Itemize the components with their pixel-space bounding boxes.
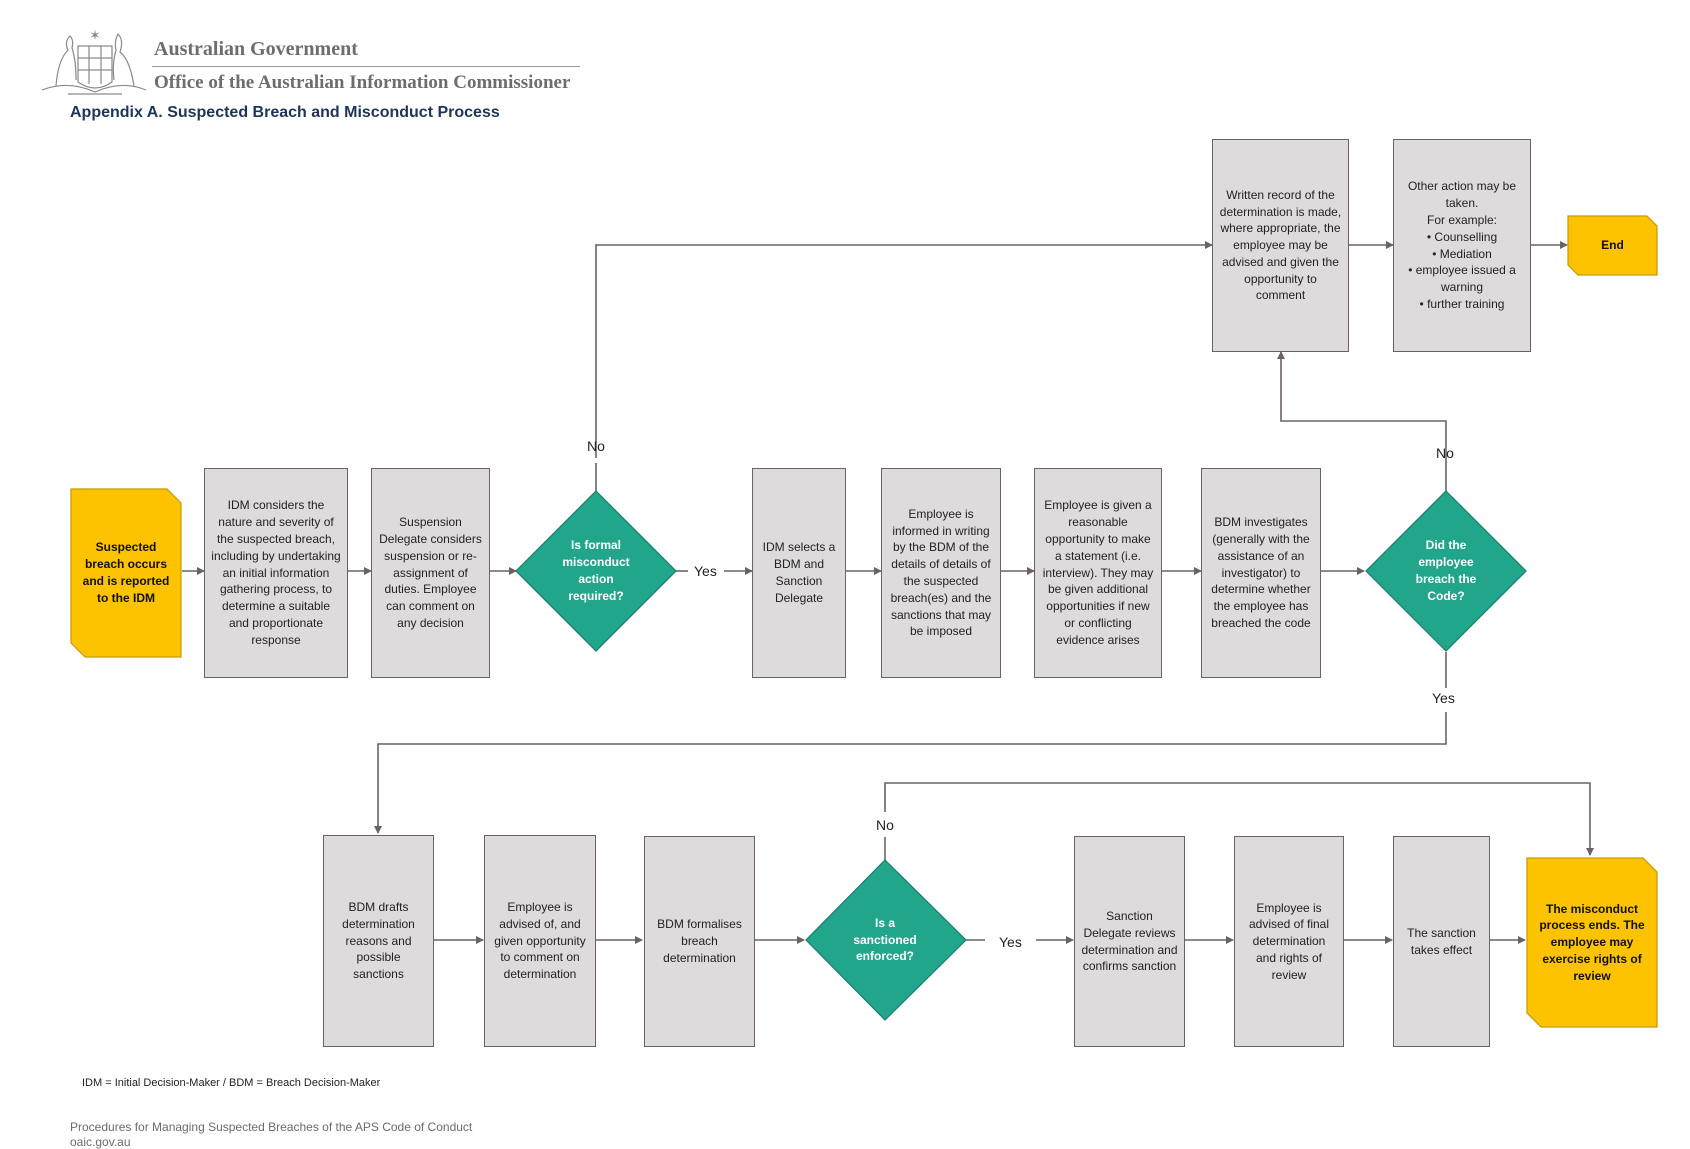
process-employee-informed: Employee is informed in writing by the B… <box>881 468 1001 678</box>
end-terminal: End <box>1567 215 1658 276</box>
process-idm-selects: IDM selects a BDM and Sanction Delegate <box>752 468 846 678</box>
label-yes-formal: Yes <box>694 563 717 579</box>
process-ends-terminal-shape <box>1526 857 1658 1028</box>
connector-sanction-no-to-process-ends <box>884 782 1594 856</box>
process-ends-terminal: The misconduct process ends. The employe… <box>1526 857 1658 1028</box>
process-employee-final: Employee is advised of final determinati… <box>1234 836 1344 1047</box>
header-divider <box>152 66 580 67</box>
label-no-formal: No <box>587 438 605 454</box>
label-no-breach: No <box>1436 445 1454 461</box>
footer-website: oaic.gov.au <box>70 1135 131 1149</box>
decision-diamond-breach <box>1365 490 1527 652</box>
start-terminal-shape <box>70 488 182 658</box>
office-name: Office of the Australian Information Com… <box>154 72 571 93</box>
end-terminal-label: End <box>1601 238 1624 253</box>
process-bdm-investigates: BDM investigates (generally with the ass… <box>1201 468 1321 678</box>
other-action-item: • further training <box>1419 296 1505 311</box>
start-terminal: Suspected breach occurs and is reported … <box>70 488 182 658</box>
connector-breach-no-to-written-record <box>1277 351 1447 493</box>
label-yes-sanction: Yes <box>999 934 1022 950</box>
end-terminal-shape <box>1567 215 1658 276</box>
decision-sanction-label: Is a sanctioned enforced? <box>853 915 917 964</box>
commonwealth-coat-of-arms-logo: ✶ <box>41 28 147 95</box>
process-employee-advised: Employee is advised of, and given opport… <box>484 835 596 1047</box>
other-action-item: • Counselling <box>1426 229 1498 244</box>
process-sanction-effect: The sanction takes effect <box>1393 836 1490 1047</box>
government-name: Australian Government <box>154 38 358 60</box>
process-employee-statement: Employee is given a reasonable opportuni… <box>1034 468 1162 678</box>
start-terminal-label: Suspected breach occurs and is reported … <box>82 540 170 605</box>
footer-document-title: Procedures for Managing Suspected Breach… <box>70 1120 473 1134</box>
decision-formal-action-label: Is formal misconduct action required? <box>562 538 630 603</box>
connector-breach-yes-to-drafts <box>374 712 1447 834</box>
process-bdm-formalises: BDM formalises breach determination <box>644 836 755 1047</box>
decision-breach-label: Did the employee breach the Code? <box>1415 538 1477 603</box>
other-action-example: For example: <box>1426 212 1498 227</box>
label-yes-breach: Yes <box>1432 690 1455 706</box>
page-title: Appendix A. Suspected Breach and Miscond… <box>70 104 500 121</box>
other-action-intro: Other action may be taken. <box>1407 179 1517 211</box>
process-bdm-drafts: BDM drafts determination reasons and pos… <box>323 835 434 1047</box>
decision-diamond-formal-action <box>515 490 677 652</box>
process-other-action: Other action may be taken. For example: … <box>1393 139 1531 352</box>
connector-no-to-written-record <box>595 241 1213 458</box>
label-no-sanction: No <box>876 817 894 833</box>
process-ends-label: The misconduct process ends. The employe… <box>1539 901 1645 983</box>
process-sanction-reviews: Sanction Delegate reviews determination … <box>1074 836 1185 1047</box>
other-action-item: • employee issued a warning <box>1408 263 1516 295</box>
decision-diamond-sanction <box>805 859 967 1021</box>
process-idm-considers: IDM considers the nature and severity of… <box>204 468 348 678</box>
svg-text:✶: ✶ <box>89 28 101 44</box>
abbreviation-legend: IDM = Initial Decision-Maker / BDM = Bre… <box>82 1077 381 1089</box>
other-action-item: • Mediation <box>1432 246 1492 261</box>
process-written-record: Written record of the determination is m… <box>1212 139 1349 352</box>
process-suspension-delegate: Suspension Delegate considers suspension… <box>371 468 490 678</box>
